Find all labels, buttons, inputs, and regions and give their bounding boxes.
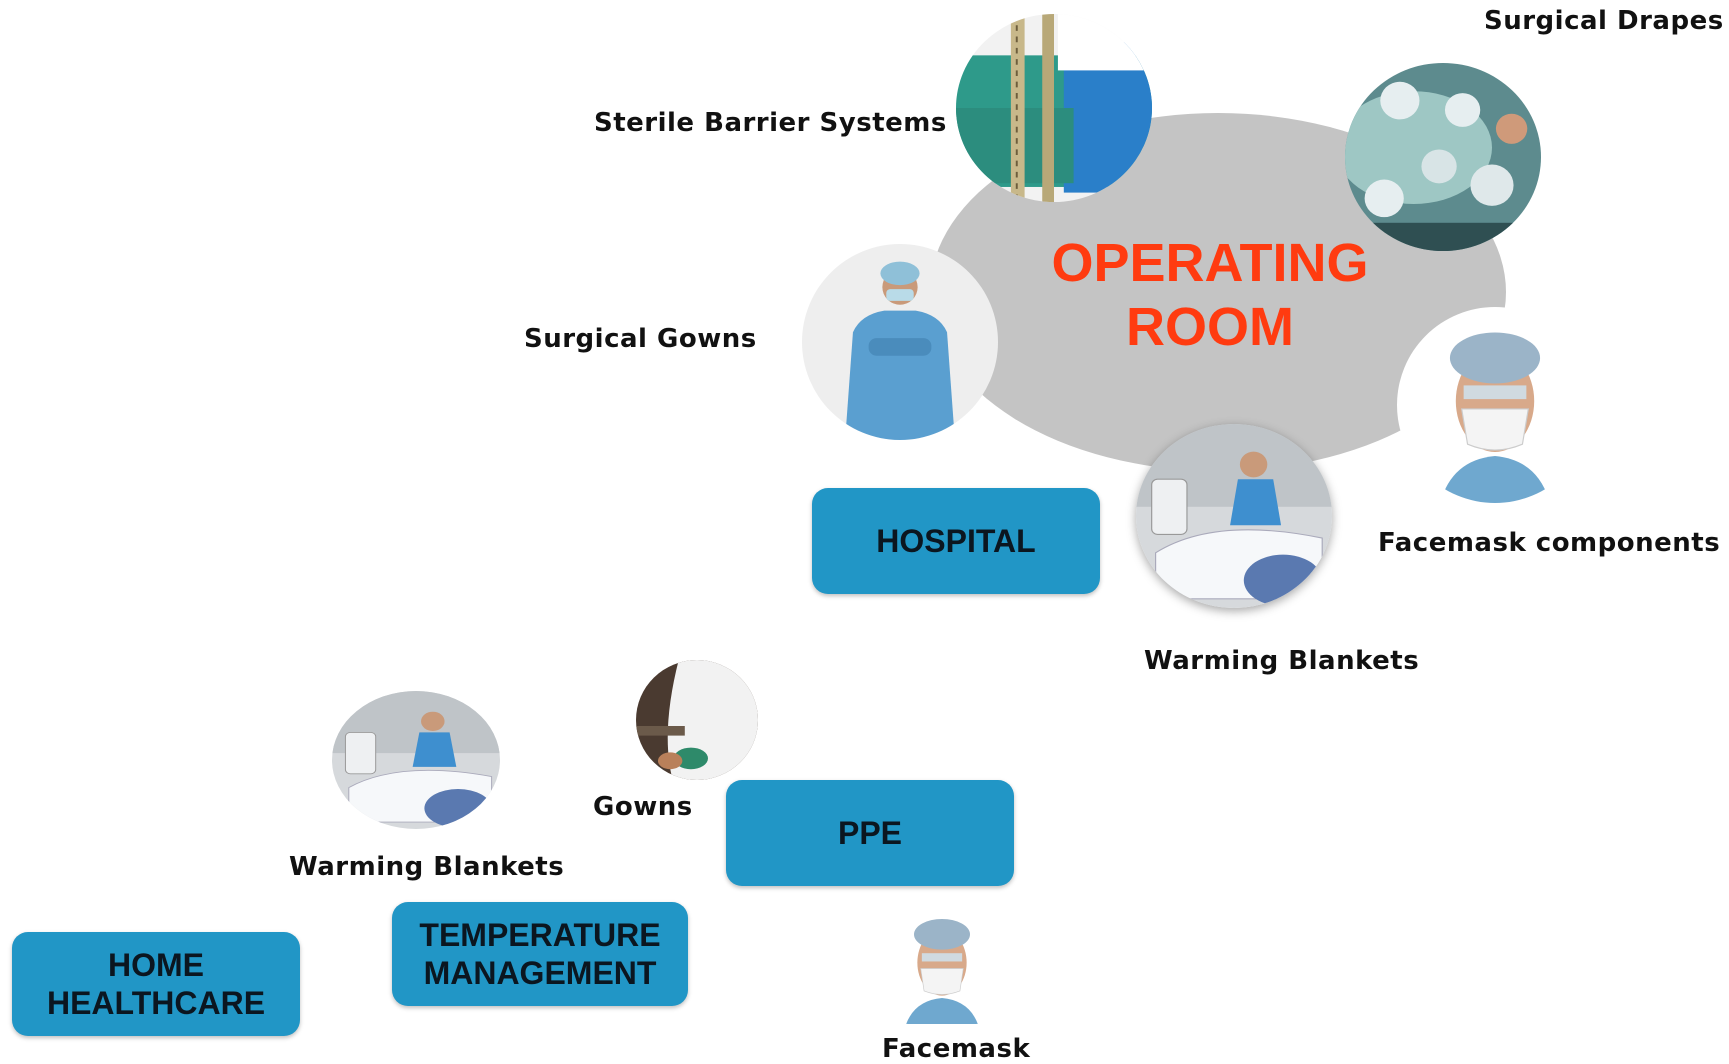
facemask-photo-icon [886,906,998,1024]
warming-blanket-small-photo-icon [332,691,500,829]
operating-room-title-line1: OPERATING [1051,233,1369,293]
warming-blanket-photo-icon [1136,424,1332,608]
label-gowns: Gowns [593,792,693,822]
category-box-ppe: PPE [726,780,1014,886]
category-label-hospital: HOSPITAL [876,522,1036,559]
surgical-team-photo-icon [1345,63,1541,251]
label-surgical-drapes: Surgical Drapes [1484,6,1724,36]
protective-gown-photo-icon [636,660,758,780]
category-box-home-healthcare: HOME HEALTHCARE [12,932,300,1036]
category-box-temperature-management: TEMPERATURE MANAGEMENT [392,902,688,1006]
surgeon-in-gown-photo-icon [802,244,998,440]
masked-surgeon-photo-icon [1397,307,1593,503]
sterile-package-photo-icon [956,14,1152,202]
category-label-ppe: PPE [837,814,903,851]
category-label-home-line1: HOME [108,946,204,983]
category-label-temperature-line1: TEMPERATURE [419,916,661,953]
category-label-home-line2: HEALTHCARE [46,985,266,1021]
category-box-hospital: HOSPITAL [812,488,1100,594]
operating-room-title-line2: ROOM [1126,296,1294,357]
category-label-temperature-line2: MANAGEMENT [423,955,657,991]
operating-room-title: OPERATING ROOM [1000,232,1420,359]
label-warming-blankets-hospital: Warming Blankets [1144,646,1420,676]
label-surgical-gowns: Surgical Gowns [524,324,757,354]
label-facemask-components: Facemask components [1378,528,1721,558]
label-facemask: Facemask [882,1034,1031,1064]
label-sterile-barrier-systems: Sterile Barrier Systems [594,108,947,138]
label-warming-blankets-temperature: Warming Blankets [289,852,565,882]
